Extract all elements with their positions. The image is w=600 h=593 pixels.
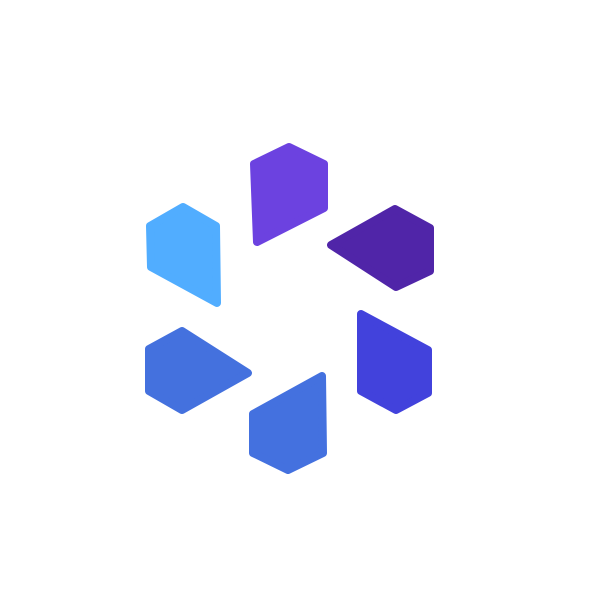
logo-piece-top xyxy=(250,143,328,246)
logo-piece-bottom xyxy=(249,372,327,474)
logo-piece-upper-right xyxy=(327,205,434,291)
logo-piece-lower-left xyxy=(145,327,252,414)
logo-piece-lower-right xyxy=(357,310,432,414)
logo-piece-upper-left xyxy=(146,203,221,307)
